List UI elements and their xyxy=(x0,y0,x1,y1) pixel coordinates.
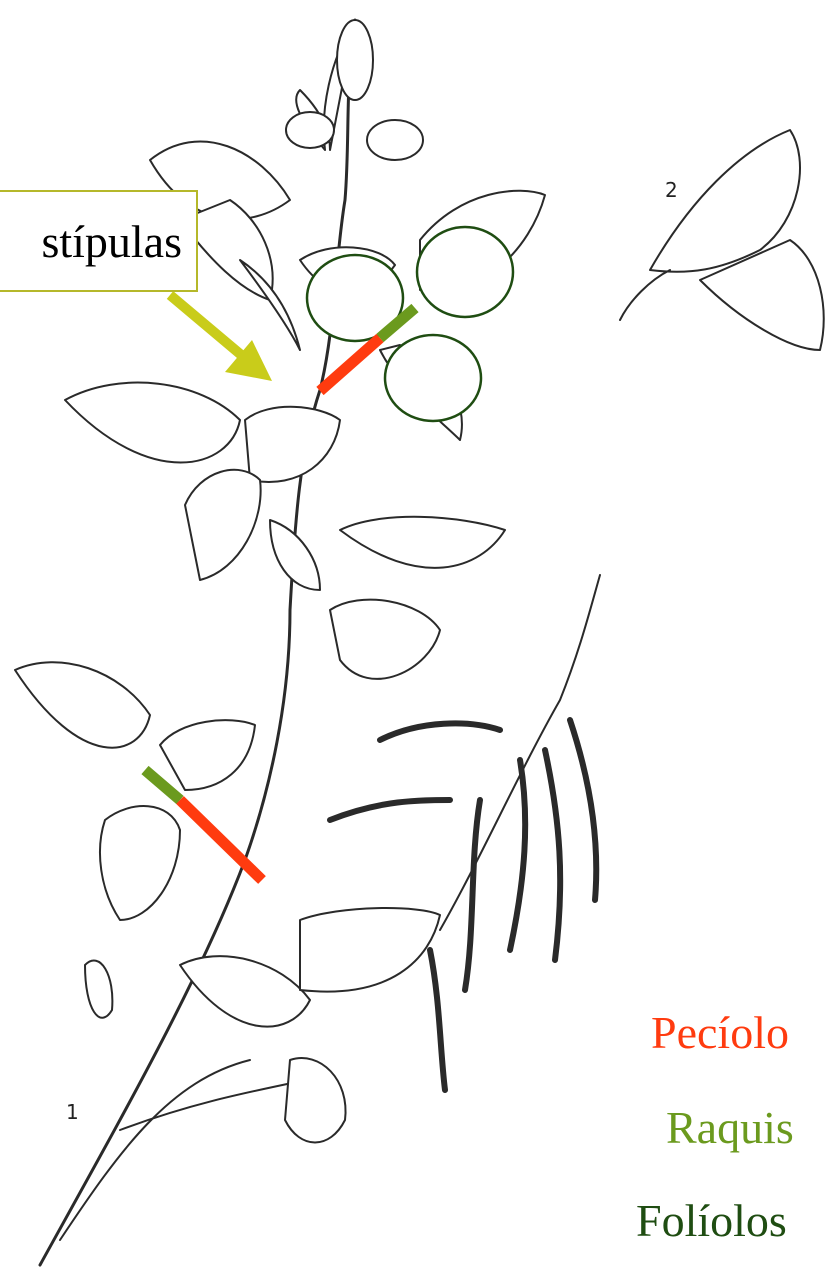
leaf xyxy=(330,600,440,679)
pod xyxy=(330,800,450,820)
leaf xyxy=(245,407,340,482)
legend-peciolo: Pecíolo xyxy=(651,1010,789,1056)
leaf xyxy=(160,720,255,790)
leaf xyxy=(340,517,505,568)
legend-foliolos: Folíolos xyxy=(636,1198,787,1244)
flower-bud xyxy=(367,120,423,160)
pod xyxy=(380,723,500,740)
leaflet-circle-right xyxy=(417,227,513,317)
figure-number-plant: 1 xyxy=(66,1100,79,1124)
pod xyxy=(465,800,480,990)
pod xyxy=(545,750,560,960)
leaf xyxy=(65,383,240,463)
leaf xyxy=(180,956,310,1026)
raquis-line-lower xyxy=(145,770,180,800)
flower-bud xyxy=(337,20,373,100)
pod xyxy=(570,720,596,900)
stipules-label: stípulas xyxy=(41,215,182,268)
pod xyxy=(430,950,445,1090)
callout-arrow xyxy=(170,295,272,381)
legend-raquis: Raquis xyxy=(666,1105,794,1151)
flower-detail xyxy=(620,270,670,320)
leaf xyxy=(85,961,112,1018)
leaf xyxy=(285,1058,346,1142)
flower-bud xyxy=(286,112,334,148)
leaflet-circle-bottom xyxy=(385,335,481,421)
lower-branch-2 xyxy=(60,1060,250,1240)
leaf xyxy=(100,806,180,920)
figure-number-flower: 2 xyxy=(665,178,678,202)
leaf xyxy=(300,908,440,992)
stipules-callout: stípulas xyxy=(0,190,198,292)
leaf xyxy=(185,470,261,580)
leaf xyxy=(15,662,150,747)
peciolo-line-lower xyxy=(180,800,262,880)
